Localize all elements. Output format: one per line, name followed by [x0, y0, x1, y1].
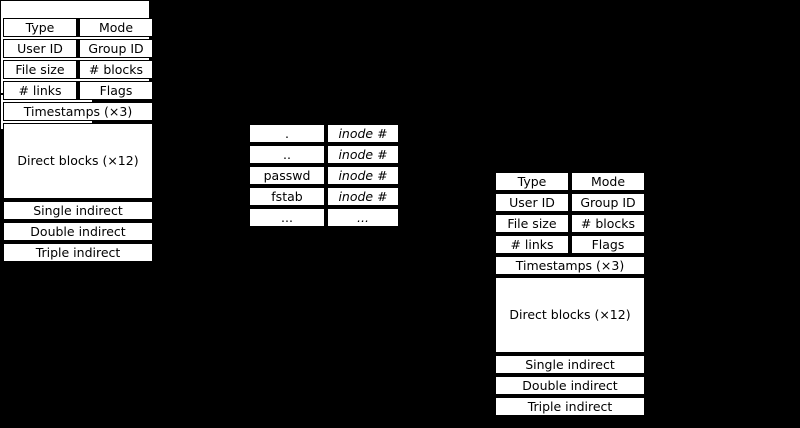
- directory-entry-row: .. inode #: [249, 145, 399, 164]
- inode-field-type: Type: [3, 18, 77, 37]
- inode-row-links-flags: # links Flags: [3, 81, 153, 100]
- inode-field-timestamps: Timestamps (×3): [495, 256, 645, 275]
- directory-entry-inode: ...: [327, 208, 399, 227]
- directory-entry-row: passwd inode #: [249, 166, 399, 185]
- directory-entry-row: . inode #: [249, 124, 399, 143]
- directory-entry-row: ... ...: [249, 208, 399, 227]
- inode-field-file-size: File size: [495, 214, 569, 233]
- inode-field-mode: Mode: [571, 172, 645, 191]
- directory-entry-inode: inode #: [327, 166, 399, 185]
- inode-row-triple-indirect: Triple indirect: [3, 243, 153, 262]
- inode-field-num-blocks: # blocks: [571, 214, 645, 233]
- inode-row-triple-indirect: Triple indirect: [495, 397, 645, 416]
- inode-field-direct-blocks: Direct blocks (×12): [3, 123, 153, 199]
- inode-field-direct-blocks: Direct blocks (×12): [495, 277, 645, 353]
- inode-field-triple-indirect: Triple indirect: [495, 397, 645, 416]
- inode-field-num-links: # links: [3, 81, 77, 100]
- inode-row-uid-gid: User ID Group ID: [3, 39, 153, 58]
- inode-field-double-indirect: Double indirect: [495, 376, 645, 395]
- inode-field-flags: Flags: [79, 81, 153, 100]
- inode-field-file-size: File size: [3, 60, 77, 79]
- inode-field-timestamps: Timestamps (×3): [3, 102, 153, 121]
- directory-entry-name: fstab: [249, 187, 325, 206]
- file-inode-table: Type Mode User ID Group ID File size # b…: [495, 172, 645, 416]
- inode-field-num-blocks: # blocks: [79, 60, 153, 79]
- inode-row-direct-blocks: Direct blocks (×12): [495, 277, 645, 353]
- directory-entry-name: ...: [249, 208, 325, 227]
- directory-entry-inode: inode #: [327, 145, 399, 164]
- inode-row-double-indirect: Double indirect: [3, 222, 153, 241]
- inode-field-double-indirect: Double indirect: [3, 222, 153, 241]
- inode-field-type: Type: [495, 172, 569, 191]
- inode-row-single-indirect: Single indirect: [495, 355, 645, 374]
- directory-entry-inode: inode #: [327, 187, 399, 206]
- inode-row-timestamps: Timestamps (×3): [495, 256, 645, 275]
- inode-field-flags: Flags: [571, 235, 645, 254]
- inode-row-type-mode: Type Mode: [495, 172, 645, 191]
- directory-entries-table: . inode # .. inode # passwd inode # fsta…: [249, 124, 399, 227]
- inode-row-links-flags: # links Flags: [495, 235, 645, 254]
- inode-row-size-blocks: File size # blocks: [3, 60, 153, 79]
- directory-entry-name: .: [249, 124, 325, 143]
- inode-row-direct-blocks: Direct blocks (×12): [3, 123, 153, 199]
- directory-entry-name: passwd: [249, 166, 325, 185]
- directory-entry-row: fstab inode #: [249, 187, 399, 206]
- inode-field-mode: Mode: [79, 18, 153, 37]
- inode-field-triple-indirect: Triple indirect: [3, 243, 153, 262]
- inode-field-group-id: Group ID: [79, 39, 153, 58]
- inode-field-num-links: # links: [495, 235, 569, 254]
- inode-row-type-mode: Type Mode: [3, 18, 153, 37]
- inode-field-user-id: User ID: [3, 39, 77, 58]
- inode-field-user-id: User ID: [495, 193, 569, 212]
- inode-row-double-indirect: Double indirect: [495, 376, 645, 395]
- inode-row-uid-gid: User ID Group ID: [495, 193, 645, 212]
- directory-inode-table: Type Mode User ID Group ID File size # b…: [3, 18, 153, 262]
- inode-field-group-id: Group ID: [571, 193, 645, 212]
- inode-field-single-indirect: Single indirect: [495, 355, 645, 374]
- directory-entry-name: ..: [249, 145, 325, 164]
- inode-field-single-indirect: Single indirect: [3, 201, 153, 220]
- inode-row-single-indirect: Single indirect: [3, 201, 153, 220]
- directory-entry-inode: inode #: [327, 124, 399, 143]
- inode-row-timestamps: Timestamps (×3): [3, 102, 153, 121]
- inode-row-size-blocks: File size # blocks: [495, 214, 645, 233]
